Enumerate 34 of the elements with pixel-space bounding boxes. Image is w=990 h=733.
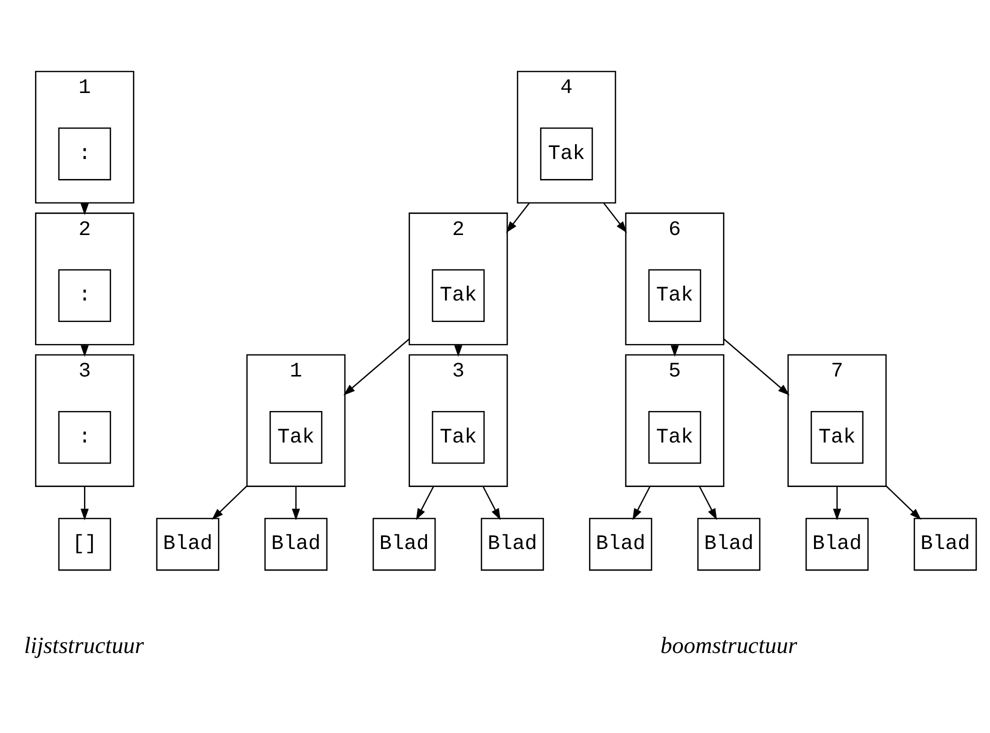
node-box: Tak	[270, 410, 322, 464]
node-box: Blad	[264, 518, 328, 571]
arrow	[506, 202, 530, 233]
node-box: Tak	[432, 269, 485, 322]
node-box: Blad	[806, 518, 869, 571]
arrow	[723, 338, 790, 396]
node-box: Tak	[540, 128, 593, 180]
arrow	[292, 486, 300, 520]
label: boomstructuur	[660, 633, 798, 660]
label: lijststructuur	[24, 633, 144, 660]
node-box: :	[58, 128, 112, 180]
arrow	[632, 486, 651, 520]
node-box: Blad	[480, 518, 544, 571]
arrow	[603, 202, 627, 233]
node-box: Blad	[697, 518, 760, 571]
arrow	[212, 485, 248, 520]
node-box: Tak	[648, 410, 702, 464]
arrow	[886, 485, 922, 520]
node-box: Blad	[372, 518, 436, 571]
arrow	[416, 486, 434, 520]
arrow	[343, 338, 410, 396]
node-box: :	[58, 410, 112, 464]
arrow	[833, 486, 842, 520]
node-box: Tak	[648, 269, 702, 322]
node-box: Blad	[914, 518, 977, 571]
node-box: []	[58, 518, 112, 571]
arrow	[698, 486, 717, 520]
node-box: :	[58, 269, 112, 322]
node-box: Blad	[589, 518, 652, 571]
arrow	[80, 486, 89, 520]
node-box: Tak	[432, 410, 485, 464]
node-box: Blad	[156, 518, 220, 571]
arrow	[482, 486, 501, 520]
node-box: Tak	[810, 410, 864, 464]
